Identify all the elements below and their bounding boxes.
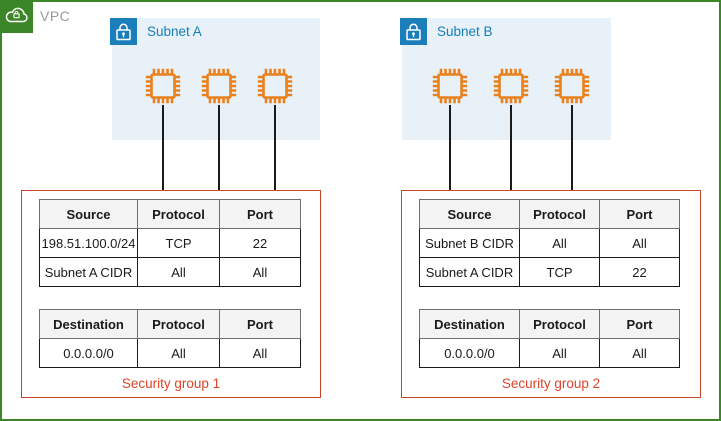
- table-header-row: Source Protocol Port: [419, 199, 680, 229]
- table-header-row: Destination Protocol Port: [419, 309, 680, 339]
- column-header: Protocol: [519, 199, 600, 229]
- table-cell: 22: [599, 257, 680, 287]
- subnet-b-label: Subnet B: [437, 24, 493, 39]
- table-row: 0.0.0.0/0 All All: [419, 338, 680, 368]
- table-cell: All: [137, 338, 220, 368]
- connector-line: [449, 105, 451, 190]
- table-cell: All: [599, 338, 680, 368]
- column-header: Port: [599, 199, 680, 229]
- column-header: Port: [219, 309, 301, 339]
- vpc-cloud-icon: [0, 0, 33, 33]
- lock-icon: [400, 18, 427, 45]
- table-row: 0.0.0.0/0 All All: [39, 338, 301, 368]
- table-cell: Subnet A CIDR: [39, 257, 138, 287]
- table-cell: All: [519, 338, 600, 368]
- table-cell: 0.0.0.0/0: [39, 338, 138, 368]
- connector-line: [571, 105, 573, 190]
- table-cell: All: [519, 228, 600, 258]
- table-cell: All: [137, 257, 220, 287]
- ec2-instance-icon: [492, 67, 530, 105]
- column-header: Port: [599, 309, 680, 339]
- table-cell: TCP: [137, 228, 220, 258]
- table-cell: 22: [219, 228, 301, 258]
- subnet-a-box: Subnet A: [110, 18, 320, 140]
- column-header: Protocol: [519, 309, 600, 339]
- connector-line: [274, 105, 276, 190]
- column-header: Protocol: [137, 199, 220, 229]
- connector-line: [510, 105, 512, 190]
- subnet-a-label: Subnet A: [147, 24, 202, 39]
- security-group-1-box: Source Protocol Port 198.51.100.0/24 TCP…: [21, 190, 321, 398]
- sg2-inbound-rules-table: Source Protocol Port Subnet B CIDR All A…: [419, 199, 680, 287]
- vpc-label: VPC: [40, 8, 71, 24]
- ec2-instance-icon: [144, 67, 182, 105]
- table-cell: 0.0.0.0/0: [419, 338, 520, 368]
- security-group-2-label: Security group 2: [501, 376, 601, 391]
- security-group-2-box: Source Protocol Port Subnet B CIDR All A…: [401, 190, 701, 398]
- table-header-row: Destination Protocol Port: [39, 309, 301, 339]
- table-row: 198.51.100.0/24 TCP 22: [39, 228, 301, 258]
- table-cell: Subnet A CIDR: [419, 257, 520, 287]
- security-group-1-label: Security group 1: [121, 376, 221, 391]
- connector-line: [162, 105, 164, 190]
- sg2-outbound-rules-table: Destination Protocol Port 0.0.0.0/0 All …: [419, 309, 680, 368]
- lock-icon: [110, 18, 137, 45]
- table-row: Subnet A CIDR All All: [39, 257, 301, 287]
- table-cell: 198.51.100.0/24: [39, 228, 138, 258]
- table-cell: Subnet B CIDR: [419, 228, 520, 258]
- column-header: Source: [39, 199, 138, 229]
- ec2-instance-icon: [431, 67, 469, 105]
- column-header: Destination: [419, 309, 520, 339]
- subnet-b-box: Subnet B: [400, 18, 611, 140]
- column-header: Protocol: [137, 309, 220, 339]
- table-row: Subnet A CIDR TCP 22: [419, 257, 680, 287]
- table-cell: All: [599, 228, 680, 258]
- sg1-outbound-rules-table: Destination Protocol Port 0.0.0.0/0 All …: [39, 309, 301, 368]
- ec2-instance-icon: [200, 67, 238, 105]
- table-header-row: Source Protocol Port: [39, 199, 301, 229]
- table-cell: TCP: [519, 257, 600, 287]
- table-cell: All: [219, 338, 301, 368]
- column-header: Source: [419, 199, 520, 229]
- ec2-instance-icon: [553, 67, 591, 105]
- table-cell: All: [219, 257, 301, 287]
- sg1-inbound-rules-table: Source Protocol Port 198.51.100.0/24 TCP…: [39, 199, 301, 287]
- column-header: Destination: [39, 309, 138, 339]
- column-header: Port: [219, 199, 301, 229]
- table-row: Subnet B CIDR All All: [419, 228, 680, 258]
- connector-line: [218, 105, 220, 190]
- ec2-instance-icon: [256, 67, 294, 105]
